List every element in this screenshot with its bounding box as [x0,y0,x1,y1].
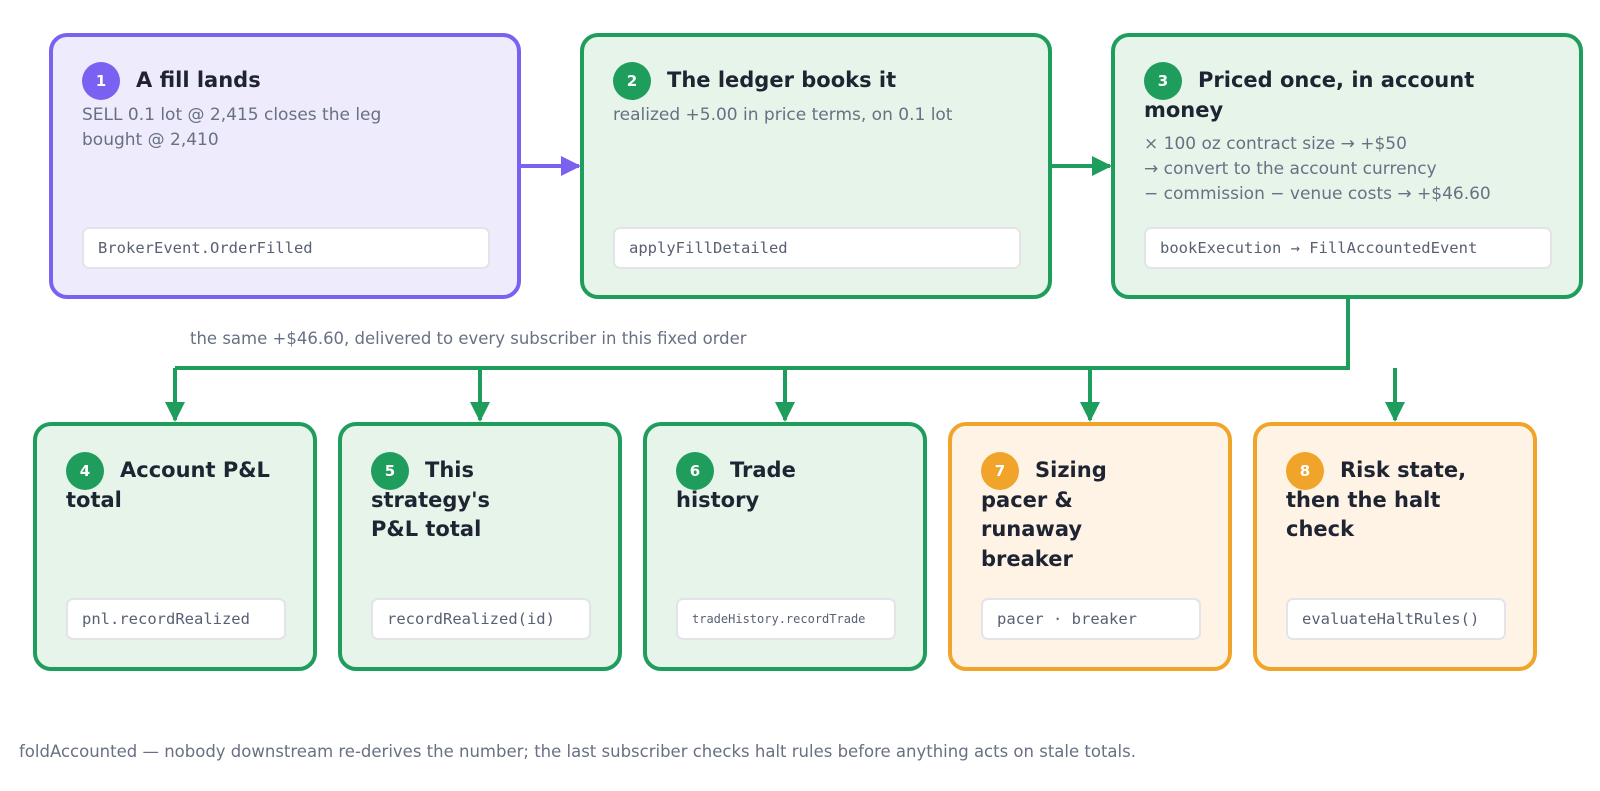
step-8-code: evaluateHaltRules() [1286,598,1506,640]
step-4-badge: 4 [66,452,104,490]
step-4-title: Account P&L total [66,458,270,512]
step-7-box: 7 Sizing pacer & runaway breaker pacer ·… [948,422,1232,671]
step-7-code: pacer · breaker [981,598,1201,640]
step-3-desc-line-1: × 100 oz contract size → +$50 [1144,134,1407,154]
step-1-desc: SELL 0.1 lot @ 2,415 closes the leg boug… [82,105,382,150]
step-7-badge: 7 [981,452,1019,490]
step-3-box: 3 Priced once, in account money × 100 oz… [1111,33,1583,299]
step-3-desc: × 100 oz contract size → +$50 → convert … [1144,132,1564,207]
step-6-title: Trade history [676,458,796,512]
step-1-code: BrokerEvent.OrderFilled [82,227,490,269]
step-7-title: Sizing pacer & runaway breaker [981,458,1107,571]
step-8-badge: 8 [1286,452,1324,490]
step-6-badge: 6 [676,452,714,490]
step-6-code: tradeHistory.recordTrade [676,598,896,640]
fanout-trunk [175,298,1350,370]
step-3-code: bookExecution → FillAccountedEvent [1144,227,1552,269]
step-5-box: 5 This strategy's P&L total recordRealiz… [338,422,622,671]
step-1-title: A fill lands [136,68,261,92]
step-5-badge: 5 [371,452,409,490]
step-3-desc-line-2: → convert to the account currency [1144,159,1437,179]
step-2-title: The ledger books it [667,68,897,92]
step-3-badge: 3 [1144,62,1182,100]
step-5-title: This strategy's P&L total [371,458,490,541]
step-1-box: 1 A fill lands SELL 0.1 lot @ 2,415 clos… [49,33,521,299]
step-4-box: 4 Account P&L total pnl.recordRealized [33,422,317,671]
step-8-box: 8 Risk state, then the halt check evalua… [1253,422,1537,671]
step-8-title: Risk state, then the halt check [1286,458,1467,541]
step-2-badge: 2 [613,62,651,100]
step-3-desc-line-3: − commission − venue costs → +$46.60 [1144,184,1491,204]
step-1-badge: 1 [82,62,120,100]
step-2-box: 2 The ledger books it realized +5.00 in … [580,33,1052,299]
footer-caption: foldAccounted — nobody downstream re-der… [19,742,1136,761]
fanout-label: the same +$46.60, delivered to every sub… [190,329,747,348]
step-6-box: 6 Trade history tradeHistory.recordTrade [643,422,927,671]
step-5-code: recordRealized(id) [371,598,591,640]
step-3-title: Priced once, in account money [1144,68,1475,122]
step-2-code: applyFillDetailed [613,227,1021,269]
step-2-desc: realized +5.00 in price terms, on 0.1 lo… [613,105,953,125]
step-4-code: pnl.recordRealized [66,598,286,640]
